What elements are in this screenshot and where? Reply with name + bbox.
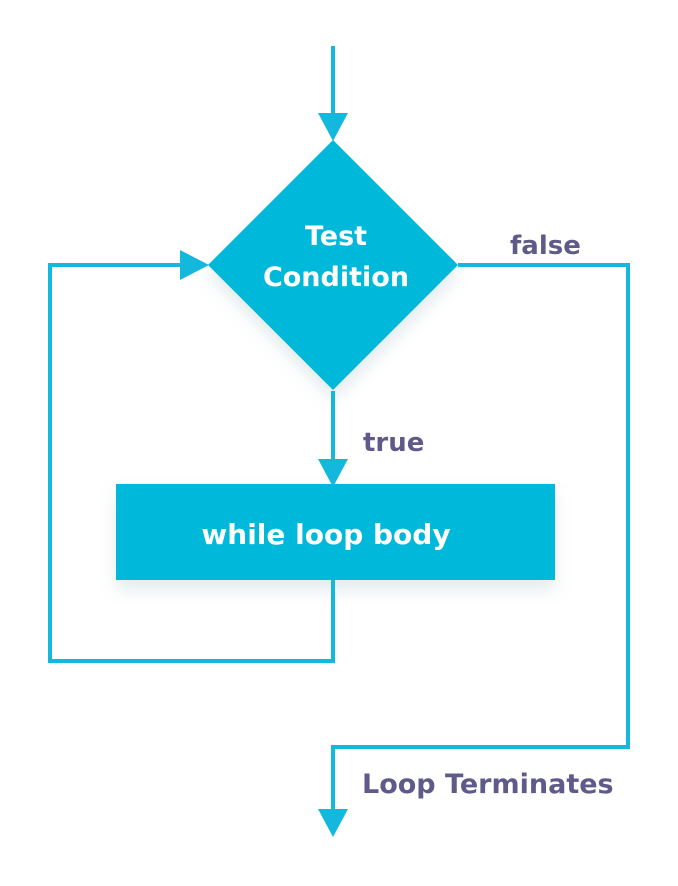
process-node: while loop body [116,484,555,580]
process-label: while loop body [201,518,450,551]
false-arrow [318,263,630,837]
decision-label-line2: Condition [263,262,409,293]
decision-diamond [208,140,458,390]
entry-arrow-head [318,113,348,141]
loop-terminates-label: Loop Terminates [362,769,614,800]
loop-back-arrow-head [180,250,209,280]
entry-arrow [318,46,348,141]
exit-arrow-head [318,809,348,837]
true-label: true [363,428,424,458]
loop-back-arrow [48,250,335,663]
true-arrow [318,391,348,487]
loop-back-line [48,263,335,663]
true-arrow-head [318,459,348,487]
false-label: false [510,231,581,261]
process-box [116,484,555,580]
decision-label-line1: Test [305,221,367,252]
false-line [331,263,630,812]
decision-node: Test Condition [208,140,458,390]
